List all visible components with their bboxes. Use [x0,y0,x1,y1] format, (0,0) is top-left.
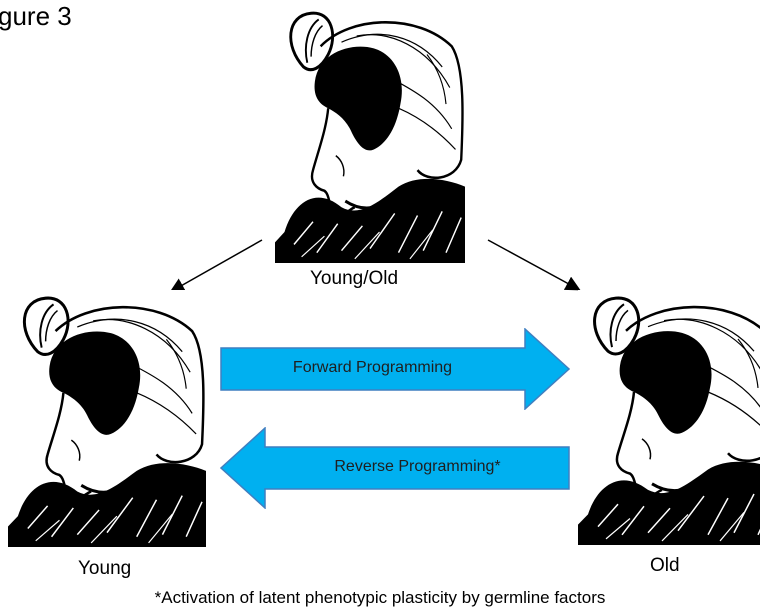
young-illustration [8,290,206,547]
left-image-label: Young [78,558,132,579]
arrow-to-young [169,239,263,293]
center-image-label: Young/Old [310,268,399,289]
arrow-to-old [487,239,581,291]
reverse-programming-label: Reverse Programming* [334,458,501,475]
reverse-arrow-icon [220,427,570,509]
footnote: *Activation of latent phenotypic plastic… [154,588,606,607]
forward-arrow-icon [220,328,570,410]
old-woman-illusion-icon [578,290,760,545]
figure-title: gure 3 [0,1,72,31]
forward-programming-label: Forward Programming [292,359,453,376]
old-illustration [578,290,760,545]
right-image-label: Old [650,555,680,576]
young-woman-illusion-icon [8,290,206,547]
